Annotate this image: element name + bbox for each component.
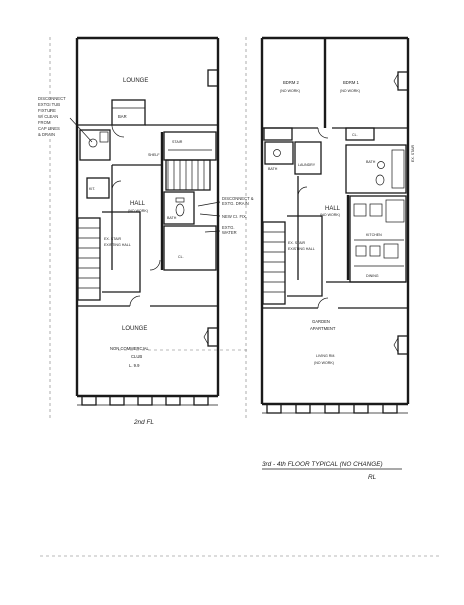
laundry-label: LAUNDRY: [298, 163, 316, 167]
svg-text:DISCONNECT: DISCONNECT: [38, 96, 66, 101]
svg-text:WATER: WATER: [222, 230, 237, 235]
non-commercial-label: NON COMMERCIAL: [110, 346, 150, 351]
svg-text:EXTG. DRAIN: EXTG. DRAIN: [222, 201, 249, 206]
kitchen-label: KITCHEN: [366, 233, 382, 237]
svg-text:CAP LINES: CAP LINES: [38, 126, 60, 131]
bath-label: BATH: [167, 216, 177, 220]
ex-stair-label: EX. STAIR: [104, 237, 122, 241]
svg-text:& DRAIN: & DRAIN: [38, 132, 55, 137]
living-label: LIVING RM.: [316, 354, 335, 358]
hall-label: HALL: [130, 201, 146, 207]
disconnect-drain-note: DISCONNECT & EXTG. DRAIN: [197, 196, 254, 207]
living-no-work: (NO WORK): [314, 361, 334, 365]
shelf-label: SHELF: [148, 153, 160, 157]
hall-no-work-label: (NO WORK): [128, 209, 148, 213]
second-floor-label: 2nd FL: [133, 419, 154, 426]
kit-label: KIT.: [89, 187, 95, 191]
upper-stair-treads: [165, 149, 212, 191]
right-bath-label: BATH: [366, 160, 376, 164]
initials: RL: [368, 474, 377, 481]
right-ex-stair-label: EX. STAIR: [288, 241, 306, 245]
left-floor-plan: LOUNGE BAR STAIR SHELF KIT. HALL (NO WOR…: [38, 36, 254, 426]
left-bath-label: BATH: [268, 167, 278, 171]
extg-water-note: EXTG. WATER: [204, 225, 237, 235]
right-existing-hall-label: EXISTING HALL: [288, 247, 315, 251]
right-front-windows: [262, 403, 408, 414]
svg-text:W/ CLEAN: W/ CLEAN: [38, 114, 58, 119]
svg-text:NEW CI. FIX.: NEW CI. FIX.: [222, 214, 247, 219]
new-ci-fix-note: NEW CI. FIX.: [199, 213, 247, 219]
bedroom1-label: BDRM 1: [343, 80, 359, 85]
right-floor-plan: BDRM 2 (NO WORK) BDRM 1 (NO WORK) BATH L…: [260, 36, 415, 414]
left-stair: [77, 217, 101, 301]
closet-label: CL.: [178, 255, 184, 259]
disconnect-tub-note: DISCONNECT EXTG. TUB FIXTURE W/ CLEAN FR…: [38, 96, 93, 143]
right-hall-label: HALL: [325, 206, 341, 212]
apartment-label: APARTMENT: [310, 326, 336, 331]
existing-hall-label: EXISTING HALL: [104, 243, 131, 247]
svg-text:3rd - 4th FLOOR TYPICAL (NO CH: 3rd - 4th FLOOR TYPICAL (NO CHANGE): [262, 461, 383, 468]
right-ex-stair-side: EX. STAIR: [411, 144, 415, 162]
occupancy-label: L. 9.9: [129, 363, 140, 368]
svg-text:EXTG. TUB: EXTG. TUB: [38, 102, 60, 107]
bedroom2-no-work: (NO WORK): [280, 89, 300, 93]
right-left-stair: [262, 221, 286, 305]
lounge-top-label: LOUNGE: [123, 78, 148, 84]
svg-text:FIXTURE: FIXTURE: [38, 108, 56, 113]
bedroom1-no-work: (NO WORK): [340, 89, 360, 93]
garden-label: GARDEN: [312, 319, 330, 324]
left-front-windows: [77, 395, 218, 406]
stair-label: STAIR: [172, 140, 183, 144]
right-closet-label: CL.: [352, 133, 358, 137]
svg-text:EXTG.: EXTG.: [222, 225, 235, 230]
lounge-bottom-label: LOUNGE: [122, 326, 147, 332]
right-hall-no-work: (NO WORK): [320, 213, 340, 217]
bedroom2-label: BDRM 2: [283, 80, 299, 85]
dining-label: DINING: [366, 274, 379, 278]
footer-note: 3rd - 4th FLOOR TYPICAL (NO CHANGE) RL: [262, 461, 402, 481]
bar-label: BAR: [118, 114, 127, 119]
club-label: CLUB: [131, 354, 142, 359]
svg-text:FROM: FROM: [38, 120, 51, 125]
svg-text:DISCONNECT &: DISCONNECT &: [222, 196, 254, 201]
